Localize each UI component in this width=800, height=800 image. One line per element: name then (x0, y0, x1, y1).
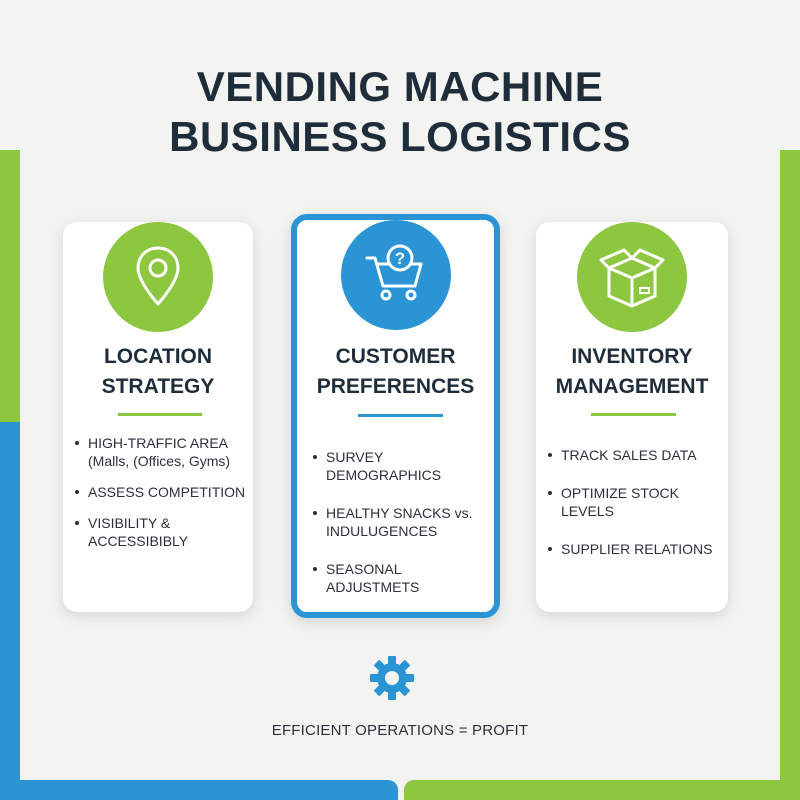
card-title-line-1: INVENTORY (571, 345, 693, 368)
location-strategy-card: LOCATION STRATEGY HIGH-TRAFFIC AREA (Mal… (63, 222, 253, 612)
gear-icon (368, 654, 416, 702)
bullet-item: HEALTHY SNACKS vs. INDULUGENCES (311, 504, 491, 540)
page-title: VENDING MACHINE BUSINESS LOGISTICS (0, 62, 800, 162)
card-title-line-1: LOCATION (103, 345, 213, 368)
bullet-item: SEASONAL ADJUSTMETS (311, 560, 491, 596)
location-pin-icon (103, 222, 213, 332)
bullet-list: SURVEY DEMOGRAPHICS HEALTHY SNACKS vs. I… (311, 448, 491, 616)
card-divider (591, 413, 676, 416)
card-title: INVENTORY MANAGEMENT (536, 342, 728, 402)
bullet-item: HIGH-TRAFFIC AREA (Malls, (Offices, Gyms… (73, 434, 249, 470)
bullet-list: TRACK SALES DATA OPTIMIZE STOCK LEVELS S… (546, 446, 722, 578)
right-green-bar (780, 150, 800, 800)
bullet-item: TRACK SALES DATA (546, 446, 722, 464)
card-divider (118, 413, 202, 416)
card-title-line-1: CUSTOMER (335, 345, 456, 368)
card-title-line-2: PREFERENCES (316, 375, 475, 398)
card-title: CUSTOMER PREFERENCES (297, 342, 494, 402)
inventory-management-card: INVENTORY MANAGEMENT TRACK SALES DATA OP… (536, 222, 728, 612)
bullet-item: OPTIMIZE STOCK LEVELS (546, 484, 722, 520)
box-package-icon (577, 222, 687, 332)
bullet-list: HIGH-TRAFFIC AREA (Malls, (Offices, Gyms… (73, 434, 249, 563)
bullet-item: VISIBILITY & ACCESSIBIBLY (73, 514, 249, 550)
footer-text: EFFICIENT OPERATIONS = PROFIT (271, 722, 529, 739)
bottom-blue-bar (0, 780, 398, 800)
card-title: LOCATION STRATEGY (63, 342, 253, 402)
title-line-2: BUSINESS LOGISTICS (169, 113, 631, 160)
bullet-item: ASSESS COMPETITION (73, 483, 249, 501)
bullet-item: SUPPLIER RELATIONS (546, 540, 722, 558)
card-divider (358, 414, 443, 417)
card-title-line-2: STRATEGY (101, 375, 215, 398)
bottom-green-bar (404, 780, 800, 800)
customer-preferences-card: ? CUSTOMER PREFERENCES SURVEY DEMOGRAPHI… (291, 214, 500, 618)
card-title-line-2: MANAGEMENT (555, 375, 709, 398)
left-green-bar (0, 150, 20, 422)
svg-text:?: ? (395, 249, 405, 268)
shopping-cart-question-icon: ? (341, 220, 451, 330)
bullet-item: SURVEY DEMOGRAPHICS (311, 448, 491, 484)
title-line-1: VENDING MACHINE (196, 63, 604, 110)
left-blue-bar (0, 422, 20, 800)
